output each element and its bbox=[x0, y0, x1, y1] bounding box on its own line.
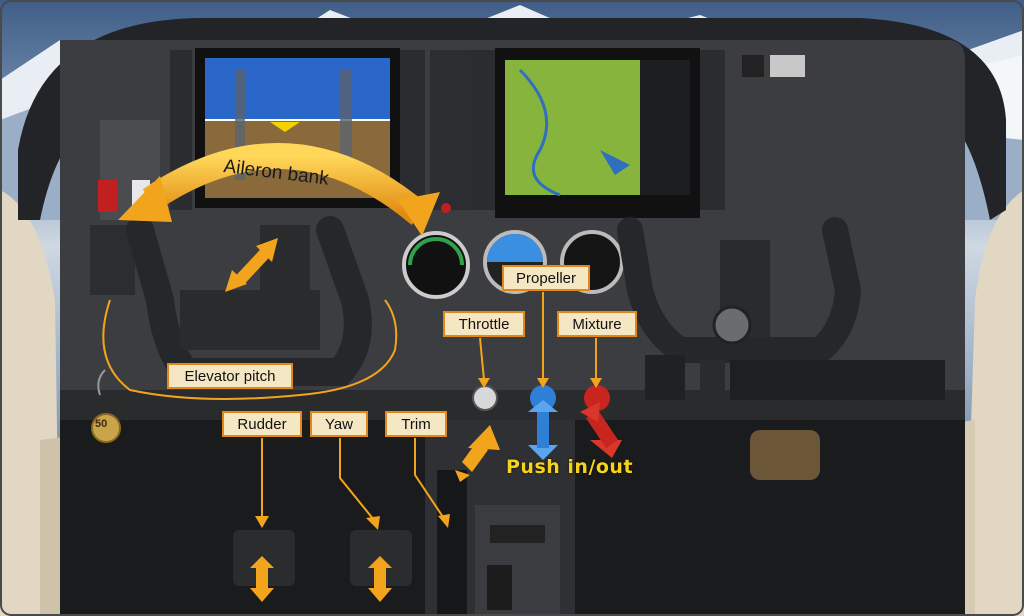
mixture-label: Mixture bbox=[557, 311, 637, 337]
propeller-label: Propeller bbox=[502, 265, 590, 291]
mountain-backdrop bbox=[0, 5, 1024, 220]
yaw-label: Yaw bbox=[310, 411, 368, 437]
throttle-label: Throttle bbox=[443, 311, 525, 337]
keyring-tag: 50 bbox=[95, 418, 108, 430]
push-in-out-label: Push in/out bbox=[506, 456, 634, 478]
elevator-pitch-label: Elevator pitch bbox=[167, 363, 293, 389]
trim-label: Trim bbox=[385, 411, 447, 437]
rudder-label: Rudder bbox=[222, 411, 302, 437]
